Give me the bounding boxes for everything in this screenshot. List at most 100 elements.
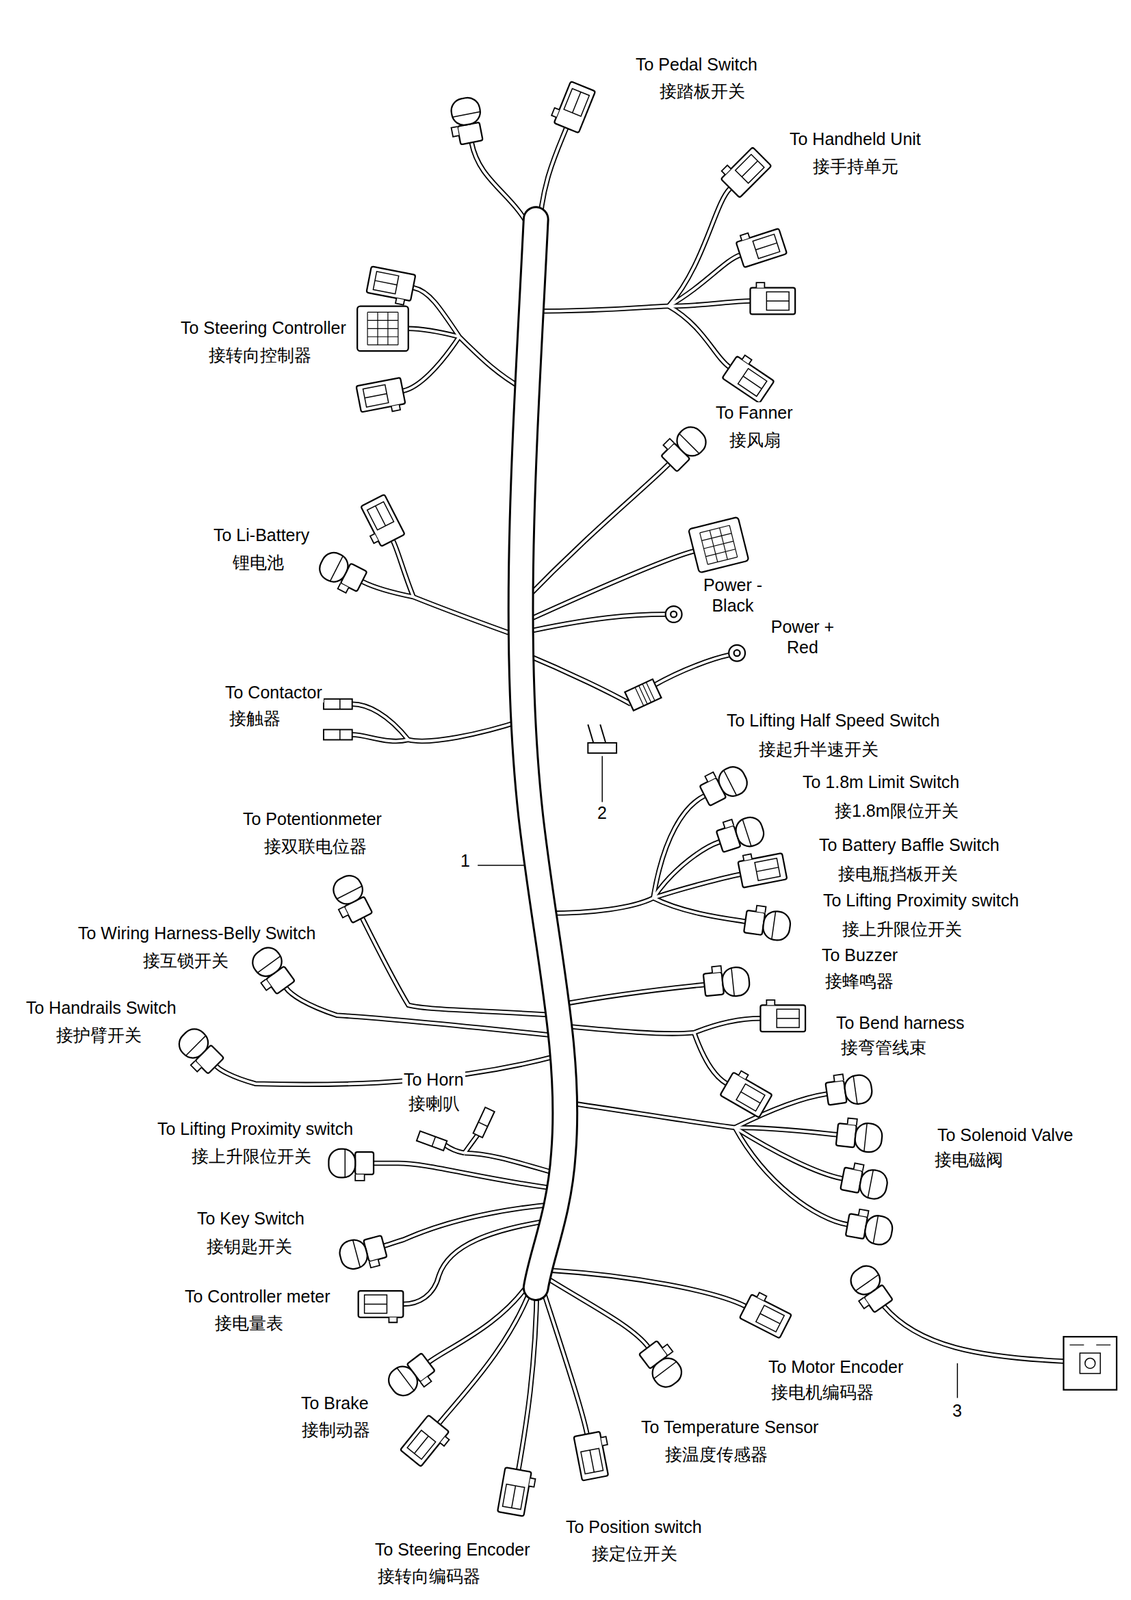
drawing-part	[587, 743, 617, 754]
connector-label: To Steering Encoder	[373, 1539, 532, 1560]
connector-label: 接触器	[227, 708, 282, 729]
drawing-part	[835, 1117, 884, 1154]
drawing-part	[416, 1131, 447, 1151]
connector-label: To Bend harness	[834, 1012, 967, 1034]
drawing-part	[549, 79, 596, 133]
connector-label: 接弯管线束	[839, 1037, 928, 1058]
main-sheath-fill	[520, 219, 566, 1289]
connector-label: 接起升半速开关	[757, 738, 880, 760]
connector-label: 接温度传感器	[663, 1444, 770, 1465]
drawing-part	[477, 864, 525, 866]
main-sheath	[520, 219, 566, 1289]
drawing-part	[721, 351, 777, 403]
drawing-part	[734, 223, 787, 268]
connector-label: To Controller meter	[183, 1286, 332, 1307]
connector-label: 接蜂鸣器	[823, 970, 895, 992]
connector-label: To Lifting Proximity switch	[156, 1118, 355, 1140]
connector-label: To Li-Battery	[212, 524, 311, 546]
connector-label: 接1.8m限位开关	[833, 800, 960, 822]
connector-label: To Lifting Proximity switch	[821, 890, 1021, 911]
connector-label: To Wiring Harness-Belly Switch	[76, 923, 317, 944]
drawing-part	[656, 420, 711, 475]
drawing-part	[670, 611, 677, 618]
drawing-part	[1079, 1353, 1101, 1374]
connector-label: 接踏板开关	[658, 80, 747, 102]
connector-label: To Potentionmeter	[241, 808, 384, 830]
drawing-part	[696, 760, 751, 809]
connector-label: 接电瓶挡板开关	[836, 863, 960, 884]
drawing-part	[719, 1068, 775, 1118]
connector-label: To 1.8m Limit Switch	[801, 771, 961, 793]
drawing-part	[400, 1415, 453, 1471]
drawing-part	[601, 756, 603, 802]
connector-label: To Motor Encoder	[767, 1356, 905, 1378]
connector-label: To Battery Baffle Switch	[817, 834, 1001, 856]
connector-label: To Brake	[299, 1393, 371, 1414]
callout-number: 3	[951, 1400, 964, 1422]
drawing-part	[357, 306, 409, 352]
drawing-part	[497, 1467, 537, 1518]
drawing-part	[824, 1070, 874, 1109]
drawing-part	[1085, 1358, 1096, 1369]
drawing-part	[957, 1363, 958, 1399]
callout-number: 1	[459, 850, 472, 871]
connector-label: To Handheld Unit	[788, 128, 923, 150]
connector-label: To Fanner	[714, 402, 795, 423]
drawing-part	[573, 1430, 614, 1481]
connector-label: 接手持单元	[811, 156, 900, 177]
drawing-part	[749, 282, 796, 315]
drawing-part	[323, 730, 353, 741]
connector-label: 接电磁阀	[933, 1149, 1005, 1170]
drawing-part	[1069, 1344, 1111, 1346]
drawing-part	[365, 266, 416, 306]
drawing-part	[323, 699, 353, 710]
drawing-part	[1063, 1336, 1117, 1391]
connector-label: 接风扇	[728, 429, 783, 451]
connector-label: 接护臂开关	[54, 1024, 143, 1046]
connector-label: To Key Switch	[195, 1208, 306, 1229]
connector-label: 接定位开关	[590, 1543, 679, 1565]
drawing-part	[760, 1000, 806, 1032]
connector-label: 锂电池	[231, 552, 286, 573]
drawing-part	[665, 606, 683, 623]
drawing-part	[714, 811, 767, 856]
connector-label: 接上升限位开关	[840, 918, 964, 940]
connector-label: To Steering Controller	[179, 317, 348, 338]
connector-label: Power - Black	[697, 574, 768, 616]
drawing-part	[356, 377, 407, 418]
drawing-part	[843, 1261, 896, 1317]
connector-label: 接转向控制器	[207, 344, 313, 366]
drawing-part	[734, 650, 741, 657]
connector-label: 接喇叭	[407, 1093, 462, 1114]
drawing-part	[245, 942, 298, 998]
connector-label: 接制动器	[300, 1419, 372, 1441]
drawing-part	[839, 1161, 890, 1202]
connector-label: 接双联电位器	[262, 836, 369, 857]
connector-label: 接互锁开关	[141, 950, 230, 971]
drawing-part	[473, 1107, 495, 1138]
connector-label: To Position switch	[564, 1516, 704, 1538]
drawing-part	[446, 95, 486, 146]
connector-label: To Lifting Half Speed Switch	[725, 710, 941, 731]
drawing-part	[739, 1289, 794, 1339]
connector-label: To Contactor	[223, 682, 324, 703]
connector-label: To Horn	[402, 1069, 466, 1090]
fuse-holder	[624, 679, 661, 711]
connector-label: Power + Red	[767, 616, 838, 658]
drawing-part	[326, 871, 375, 926]
connector-label: 接电量表	[213, 1313, 285, 1334]
drawing-part	[743, 904, 792, 943]
drawing-part	[171, 1024, 226, 1079]
connector-label: To Handrails Switch	[24, 997, 178, 1019]
callout-number: 2	[595, 802, 609, 824]
drawing-part	[634, 682, 655, 707]
drawing-part	[337, 1232, 389, 1276]
switch-plate	[1063, 1336, 1117, 1391]
drawing-part	[624, 679, 661, 711]
drawing-part	[328, 1149, 374, 1181]
drawing-part	[702, 963, 751, 1000]
connector-label: 接钥匙开关	[205, 1236, 294, 1257]
drawing-part	[356, 494, 406, 549]
